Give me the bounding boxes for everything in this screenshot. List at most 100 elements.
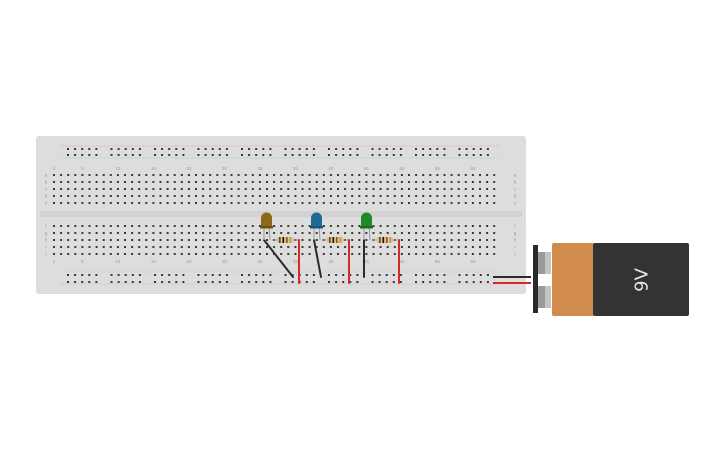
- breadboard-hole[interactable]: [479, 253, 481, 255]
- breadboard-hole[interactable]: [457, 181, 460, 183]
- breadboard-hole[interactable]: [173, 239, 176, 241]
- breadboard-hole[interactable]: [166, 174, 169, 176]
- breadboard-hole[interactable]: [379, 246, 382, 248]
- breadboard-hole[interactable]: [429, 195, 432, 197]
- breadboard-hole[interactable]: [230, 239, 233, 241]
- breadboard-hole[interactable]: [173, 174, 176, 176]
- breadboard-hole[interactable]: [393, 195, 396, 197]
- breadboard-hole[interactable]: [386, 253, 389, 255]
- breadboard-hole[interactable]: [436, 246, 439, 248]
- breadboard-hole[interactable]: [280, 246, 283, 248]
- power-rail-hole[interactable]: [182, 148, 185, 150]
- power-rail-hole[interactable]: [349, 281, 352, 283]
- breadboard-hole[interactable]: [443, 253, 446, 255]
- power-rail-hole[interactable]: [472, 154, 475, 156]
- power-rail-hole[interactable]: [422, 274, 425, 276]
- breadboard-hole[interactable]: [471, 246, 474, 248]
- breadboard-hole[interactable]: [138, 232, 141, 234]
- breadboard-hole[interactable]: [308, 188, 311, 190]
- breadboard-hole[interactable]: [337, 225, 339, 227]
- breadboard-hole[interactable]: [131, 246, 134, 248]
- breadboard-hole[interactable]: [95, 239, 98, 241]
- power-rail-hole[interactable]: [465, 154, 468, 156]
- breadboard-hole[interactable]: [180, 195, 183, 197]
- power-rail-hole[interactable]: [269, 281, 272, 283]
- power-rail-hole[interactable]: [88, 154, 91, 156]
- breadboard-hole[interactable]: [138, 188, 141, 190]
- power-rail-hole[interactable]: [197, 148, 200, 150]
- breadboard-hole[interactable]: [173, 253, 176, 255]
- power-rail-hole[interactable]: [124, 281, 127, 283]
- breadboard-hole[interactable]: [251, 202, 254, 204]
- breadboard-hole[interactable]: [344, 195, 347, 197]
- breadboard-hole[interactable]: [479, 239, 481, 241]
- breadboard-hole[interactable]: [138, 174, 141, 176]
- power-rail-hole[interactable]: [248, 281, 251, 283]
- breadboard-hole[interactable]: [81, 239, 84, 241]
- breadboard-hole[interactable]: [443, 239, 446, 241]
- breadboard-hole[interactable]: [358, 225, 361, 227]
- breadboard-hole[interactable]: [344, 188, 347, 190]
- breadboard-hole[interactable]: [88, 195, 91, 197]
- power-rail-hole[interactable]: [67, 274, 69, 276]
- power-rail-hole[interactable]: [284, 154, 287, 156]
- breadboard-hole[interactable]: [280, 181, 283, 183]
- breadboard-hole[interactable]: [88, 246, 91, 248]
- breadboard-hole[interactable]: [209, 232, 212, 234]
- breadboard-hole[interactable]: [457, 202, 460, 204]
- breadboard-hole[interactable]: [280, 225, 283, 227]
- power-rail-hole[interactable]: [161, 281, 164, 283]
- breadboard-hole[interactable]: [116, 202, 119, 204]
- power-rail-hole[interactable]: [204, 154, 207, 156]
- breadboard-hole[interactable]: [301, 174, 304, 176]
- breadboard-hole[interactable]: [415, 239, 418, 241]
- power-rail-hole[interactable]: [248, 154, 251, 156]
- breadboard-hole[interactable]: [337, 202, 339, 204]
- breadboard-hole[interactable]: [152, 181, 155, 183]
- breadboard-hole[interactable]: [372, 225, 375, 227]
- breadboard-hole[interactable]: [67, 188, 70, 190]
- breadboard-hole[interactable]: [102, 225, 105, 227]
- breadboard-hole[interactable]: [493, 181, 496, 183]
- power-rail-hole[interactable]: [328, 154, 330, 156]
- breadboard-hole[interactable]: [408, 225, 410, 227]
- power-rail-hole[interactable]: [465, 281, 468, 283]
- power-rail-hole[interactable]: [262, 281, 265, 283]
- breadboard-hole[interactable]: [195, 246, 197, 248]
- power-rail-hole[interactable]: [371, 281, 374, 283]
- breadboard-hole[interactable]: [365, 174, 368, 176]
- breadboard-hole[interactable]: [308, 225, 311, 227]
- breadboard-hole[interactable]: [393, 246, 396, 248]
- breadboard-hole[interactable]: [379, 174, 382, 176]
- breadboard-hole[interactable]: [429, 181, 432, 183]
- breadboard-hole[interactable]: [60, 195, 63, 197]
- power-rail-hole[interactable]: [241, 281, 243, 283]
- breadboard-hole[interactable]: [195, 232, 197, 234]
- wire-black-2[interactable]: [313, 239, 322, 278]
- breadboard-hole[interactable]: [344, 225, 347, 227]
- power-rail-hole[interactable]: [197, 154, 200, 156]
- breadboard-hole[interactable]: [365, 181, 368, 183]
- breadboard-hole[interactable]: [429, 202, 432, 204]
- breadboard-hole[interactable]: [386, 202, 389, 204]
- power-rail-hole[interactable]: [349, 274, 352, 276]
- breadboard-hole[interactable]: [258, 202, 261, 204]
- breadboard-hole[interactable]: [287, 253, 290, 255]
- breadboard-hole[interactable]: [351, 188, 354, 190]
- breadboard-hole[interactable]: [60, 239, 63, 241]
- power-rail-hole[interactable]: [328, 281, 330, 283]
- breadboard-hole[interactable]: [273, 232, 276, 234]
- breadboard-hole[interactable]: [379, 181, 382, 183]
- breadboard-hole[interactable]: [258, 232, 261, 234]
- breadboard-hole[interactable]: [166, 253, 169, 255]
- breadboard-hole[interactable]: [372, 202, 375, 204]
- breadboard-hole[interactable]: [422, 181, 425, 183]
- breadboard-hole[interactable]: [81, 253, 84, 255]
- breadboard-hole[interactable]: [379, 225, 382, 227]
- power-rail-hole[interactable]: [218, 148, 221, 150]
- power-rail-hole[interactable]: [262, 148, 265, 150]
- breadboard-hole[interactable]: [358, 232, 361, 234]
- power-rail-hole[interactable]: [312, 281, 315, 283]
- power-rail-hole[interactable]: [95, 281, 98, 283]
- power-rail-hole[interactable]: [248, 148, 251, 150]
